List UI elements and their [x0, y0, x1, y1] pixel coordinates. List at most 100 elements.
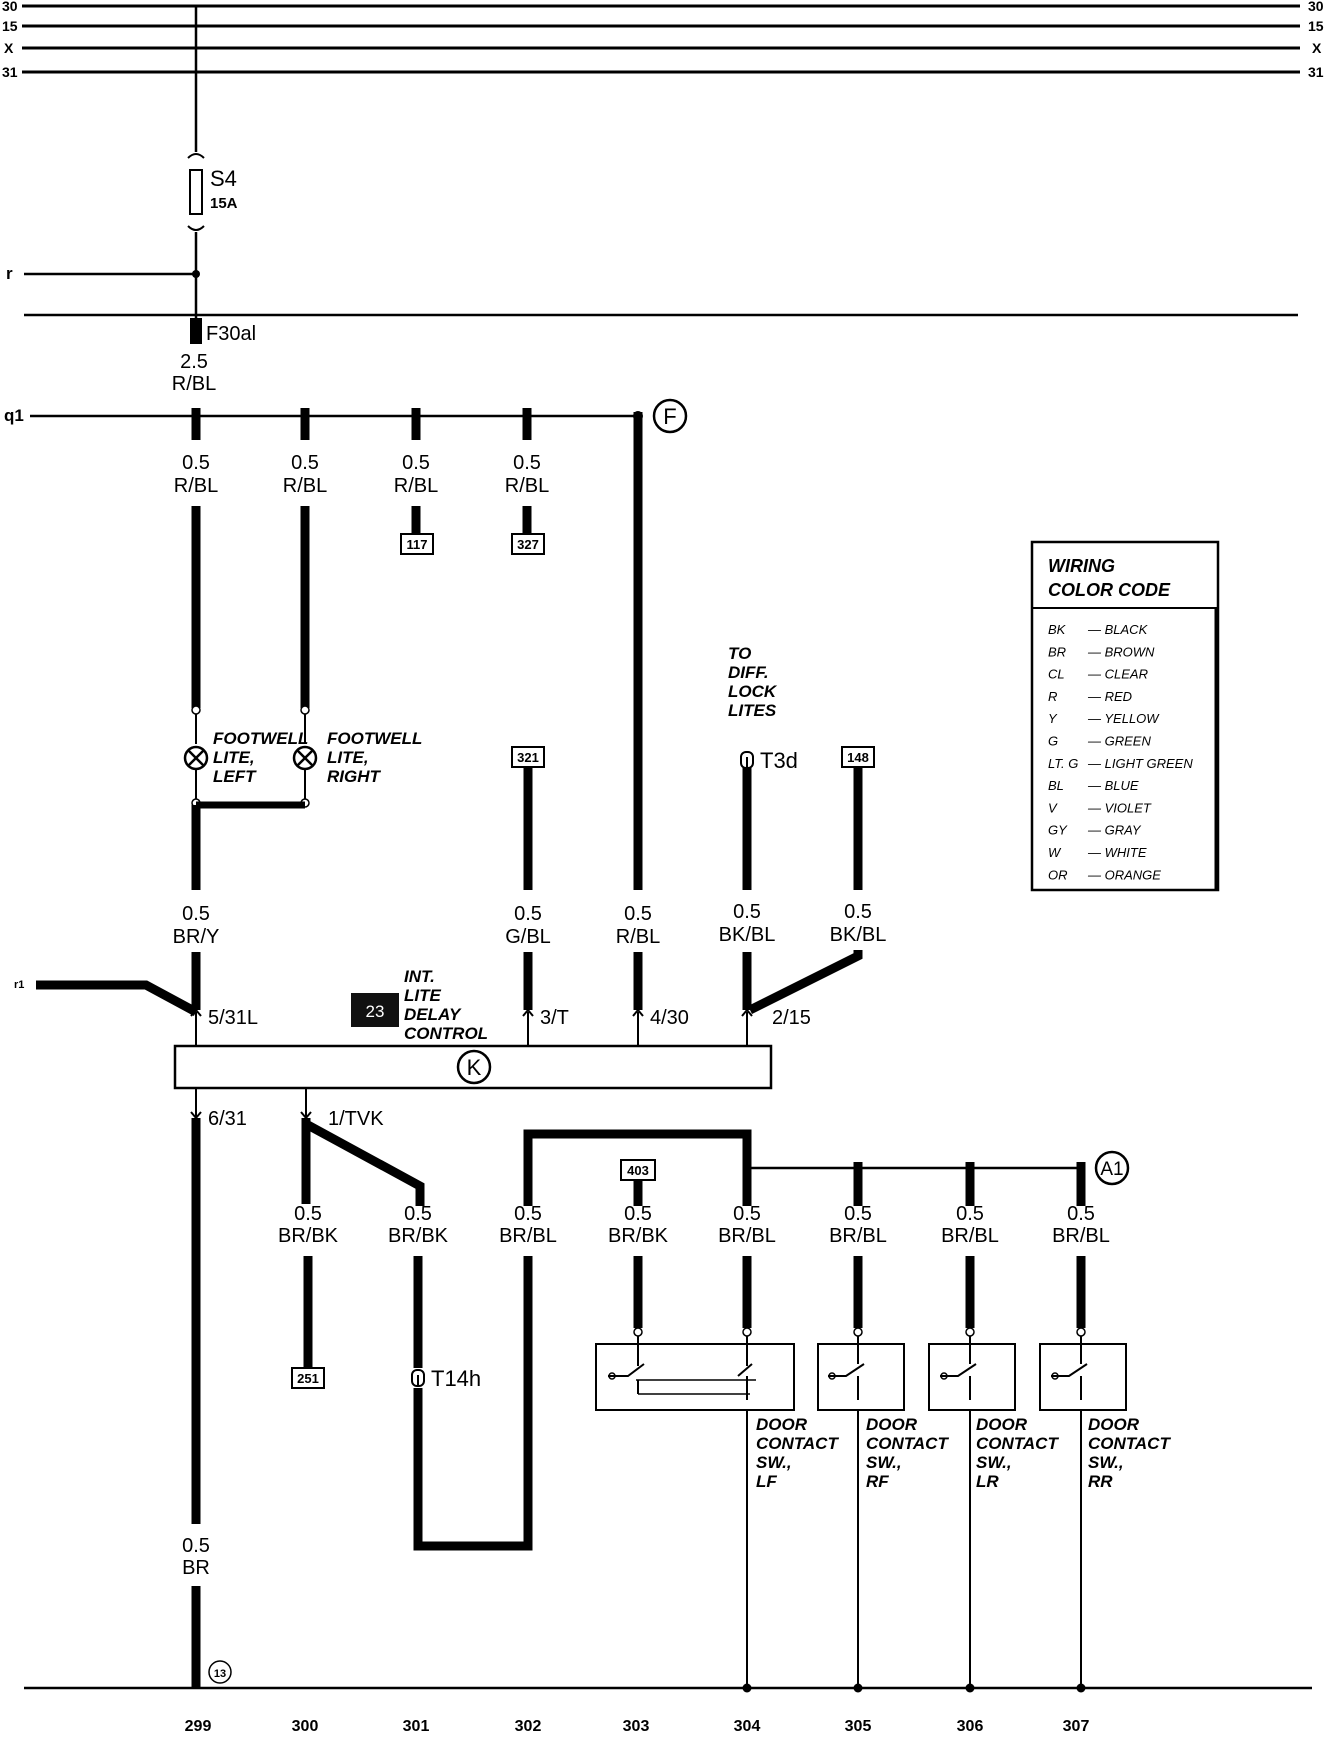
footwell-lamp-left-symbol: [183, 745, 209, 771]
track-306: 306: [957, 1718, 984, 1735]
color-code-legend: WIRING COLOR CODE: [1030, 540, 1220, 892]
control-outputs: 6/31 1/TVK 0.5 BR 13 0.5 BR/BK 0.5 BR/BK…: [182, 1088, 1130, 1688]
door-switch-rr-line1: DOOR: [1088, 1415, 1140, 1434]
connector-f30al: [190, 318, 202, 344]
door-switch-lr-line4: LR: [976, 1472, 999, 1491]
control-unit-label-2: LITE: [404, 986, 441, 1005]
wire-br-color: BR: [182, 1557, 210, 1579]
bus-label-x-right: X: [1312, 40, 1322, 56]
legend-code: OR: [1048, 867, 1068, 882]
door-switch-lf-symbol: [595, 1336, 795, 1411]
wire-305-size: 0.5: [844, 1203, 872, 1225]
wire-300-size: 0.5: [294, 1203, 322, 1225]
fuse-s4-body: [189, 169, 203, 215]
legend-code: GY: [1048, 823, 1068, 838]
bus-label-15-right: 15: [1308, 18, 1324, 34]
diff-lock-line1: TO: [728, 644, 751, 663]
marker-f-circle: [652, 398, 688, 434]
bus-label-x-left: X: [4, 40, 14, 56]
track-307: 307: [1063, 1718, 1090, 1735]
ref-r1: r1: [14, 979, 24, 991]
track-299: 299: [185, 1718, 212, 1735]
track-305: 305: [845, 1718, 872, 1735]
lamp-left-line1: FOOTWELL: [213, 729, 308, 748]
door-switch-rf-line4: RF: [866, 1472, 889, 1491]
track-302: 302: [515, 1718, 542, 1735]
wire-q1c-size: 0.5: [402, 452, 430, 474]
bus-label-31-right: 31: [1308, 64, 1324, 80]
legend-code: CL: [1048, 667, 1065, 682]
supply-wire-size: 2.5: [180, 351, 208, 373]
wire-r-bl-color: R/BL: [616, 926, 660, 948]
wire-br-size: 0.5: [182, 1535, 210, 1557]
control-unit-label-1: INT.: [404, 967, 435, 986]
lamp-right-line3: RIGHT: [327, 767, 382, 786]
legend-code: V: [1048, 800, 1058, 815]
legend-color-name: — CLEAR: [1087, 667, 1148, 682]
legend-color-name: — WHITE: [1087, 845, 1147, 860]
wire-q1a-color: R/BL: [174, 475, 218, 497]
wire-q1a-size: 0.5: [182, 452, 210, 474]
bus-label-15-left: 15: [2, 18, 18, 34]
legend-color-name: — BLACK: [1087, 622, 1149, 637]
connector-t14h-symbol: [411, 1369, 425, 1387]
ground-bus: 299 300 301 302 303 304 305 306 307: [24, 1683, 1312, 1735]
footwell-lamp-right-symbol: [292, 745, 318, 771]
legend-frame: [1030, 540, 1220, 892]
door-switch-lf-line2: CONTACT: [756, 1434, 839, 1453]
door-switch-rf-line3: SW.,: [866, 1453, 902, 1472]
door-switch-lr-line1: DOOR: [976, 1415, 1028, 1434]
control-unit-number-box: [351, 993, 399, 1027]
wire-303-size: 0.5: [624, 1203, 652, 1225]
wire-300-color: BR/BK: [278, 1225, 339, 1247]
wire-bk-bl-1-size: 0.5: [733, 901, 761, 923]
door-switch-lr-line3: SW.,: [976, 1453, 1012, 1472]
door-switch-rf-line1: DOOR: [866, 1415, 918, 1434]
legend-color-name: — GRAY: [1087, 823, 1142, 838]
door-switch-rr-line3: SW.,: [1088, 1453, 1124, 1472]
legend-color-name: — ORANGE: [1087, 867, 1161, 882]
wire-302-color: BR/BL: [499, 1225, 557, 1247]
door-switch-lf-line1: DOOR: [756, 1415, 808, 1434]
wire-q1c-color: R/BL: [394, 475, 438, 497]
marker-k: K: [467, 1055, 482, 1080]
wire-306-color: BR/BL: [941, 1225, 999, 1247]
legend-color-name: — BROWN: [1087, 644, 1155, 659]
wire-g-bl-color: G/BL: [505, 926, 551, 948]
wire-305-color: BR/BL: [829, 1225, 887, 1247]
door-switch-rr-line4: RR: [1088, 1472, 1113, 1491]
door-switches: DOOR CONTACT SW., LF DOOR CONTACT SW., R…: [595, 1336, 1171, 1688]
lamp-right-line1: FOOTWELL: [327, 729, 422, 748]
fuse-s4-rating: 15A: [210, 195, 238, 212]
legend-code: BL: [1048, 778, 1064, 793]
wire-307-size: 0.5: [1067, 1203, 1095, 1225]
lamp-left-line3: LEFT: [213, 767, 257, 786]
track-300: 300: [292, 1718, 319, 1735]
pin-4-30: 4/30: [650, 1007, 689, 1029]
legend-title-1: WIRING: [1048, 556, 1115, 576]
diff-lock-line3: LOCK: [728, 682, 778, 701]
pin-2-15: 2/15: [772, 1007, 811, 1029]
wire-q1d-color: R/BL: [505, 475, 549, 497]
ref-box-117: [400, 533, 434, 555]
bus-label-30-right: 30: [1308, 0, 1324, 14]
wire-br-y-color: BR/Y: [173, 926, 220, 948]
legend-color-name: — GREEN: [1087, 734, 1151, 749]
diff-lock-line4: LITES: [728, 701, 777, 720]
door-switch-rr-line2: CONTACT: [1088, 1434, 1171, 1453]
control-unit-label-4: CONTROL: [404, 1024, 488, 1043]
wire-303-color: BR/BK: [608, 1225, 669, 1247]
connector-f30al-label: F30al: [206, 323, 256, 345]
door-switch-rf-line2: CONTACT: [866, 1434, 949, 1453]
int-lite-delay-control: 23 INT. LITE DELAY CONTROL K: [173, 967, 773, 1090]
legend-code: LT. G: [1048, 756, 1078, 771]
legend-title-2: COLOR CODE: [1048, 580, 1171, 600]
wire-g-bl-size: 0.5: [514, 903, 542, 925]
q1-line: q1 F 0.5 R/BL 0.5 R/BL 0.5 R/BL 0.5 R/BL…: [4, 398, 688, 890]
legend-color-name: — YELLOW: [1087, 711, 1160, 726]
control-unit-label-3: DELAY: [404, 1005, 462, 1024]
wire-q1d-size: 0.5: [513, 452, 541, 474]
door-switch-lf-line3: SW.,: [756, 1453, 792, 1472]
